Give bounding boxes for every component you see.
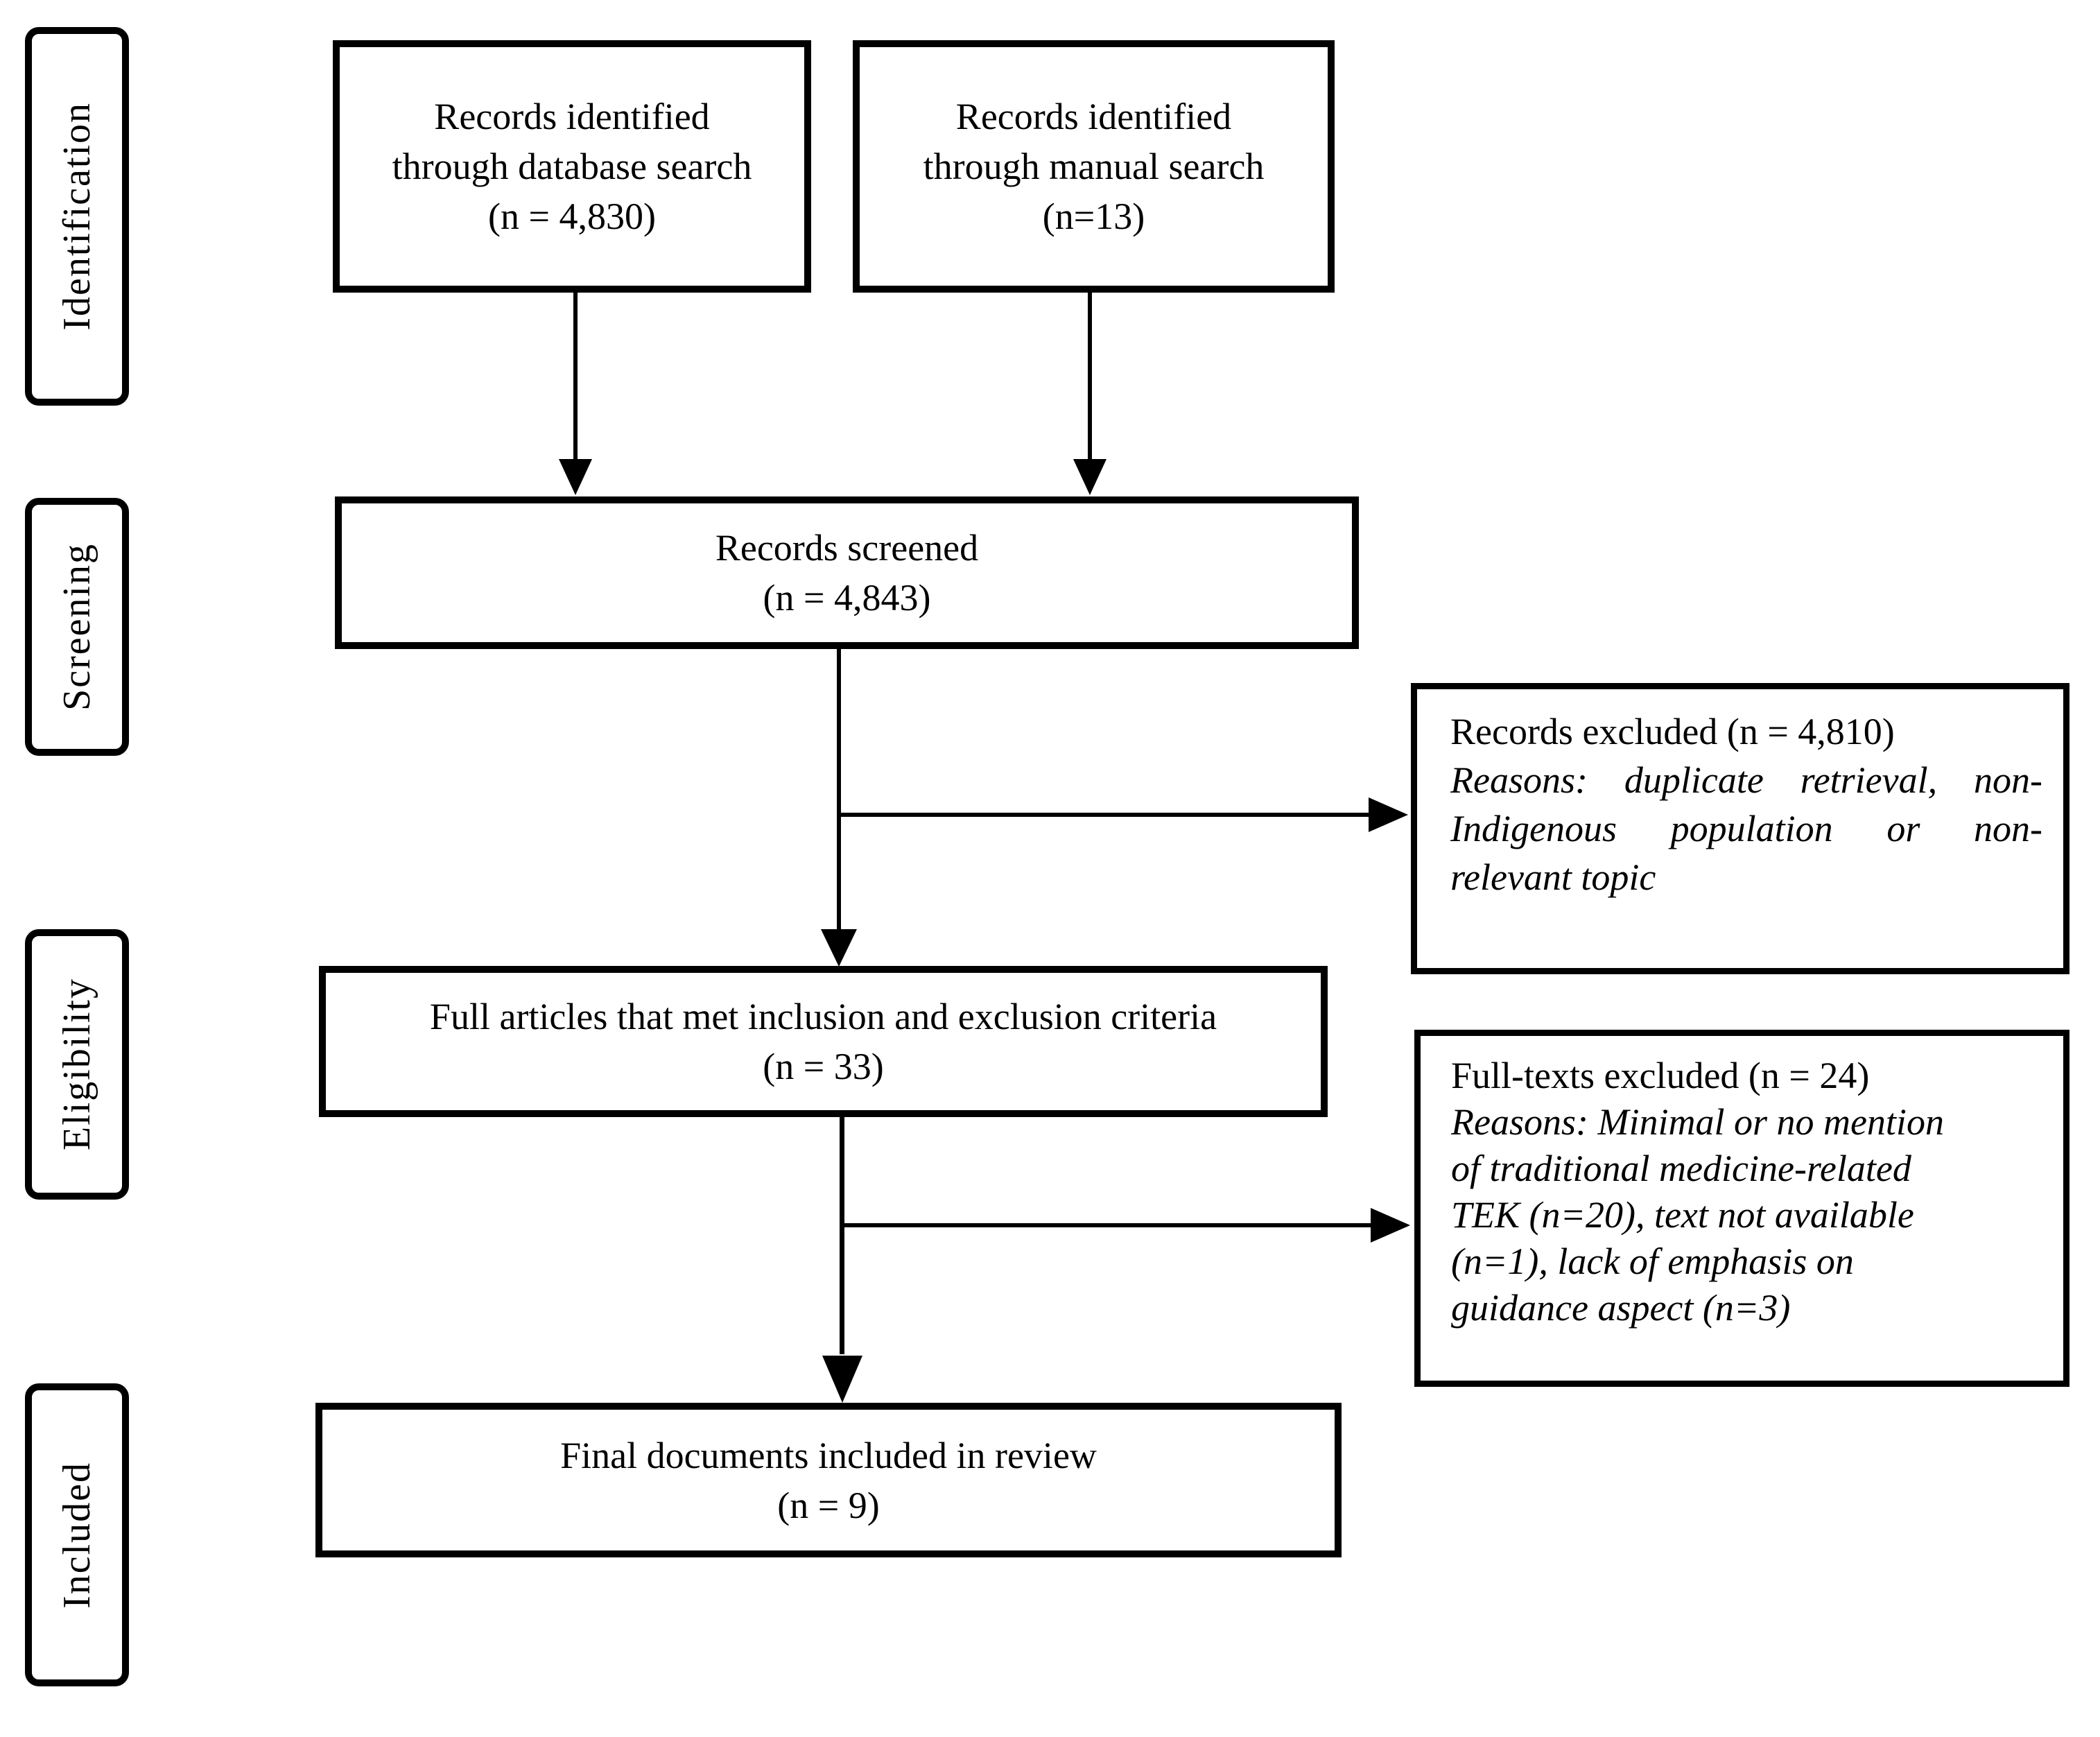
arrowhead-right-icon xyxy=(1371,1208,1410,1243)
phase-box-included: Included xyxy=(25,1383,129,1686)
arrowhead-down-icon xyxy=(1073,459,1107,495)
box-records-excluded: Records excluded (n = 4,810) Reasons: du… xyxy=(1411,683,2069,974)
box-final-documents-included: Final documents included in review (n = … xyxy=(315,1403,1342,1557)
arrowhead-down-icon xyxy=(822,1356,862,1403)
phase-label-included: Included xyxy=(55,1461,98,1609)
exclusion-reason-line: guidance aspect (n=3) xyxy=(1451,1287,1791,1329)
box-text-line: (n = 9) xyxy=(777,1484,880,1526)
connector-branch-to-records-excluded xyxy=(839,813,1370,817)
phase-label-identification: Identification xyxy=(55,102,98,331)
box-text-line: (n=13) xyxy=(1042,196,1145,237)
exclusion-reason-line: Reasons: Minimal or no mention xyxy=(1451,1101,1944,1143)
box-records-screened: Records screened (n = 4,843) xyxy=(335,496,1359,649)
arrowhead-right-icon xyxy=(1369,797,1408,832)
phase-box-eligibility: Eligibility xyxy=(25,929,129,1200)
exclusion-reason-line: Indigenous population or non- xyxy=(1450,808,2042,849)
box-records-identified-manual: Records identified through manual search… xyxy=(853,40,1335,293)
box-text-line: (n = 33) xyxy=(763,1046,884,1087)
exclusion-title: Records excluded (n = 4,810) xyxy=(1450,711,1895,752)
exclusion-reason-line: TEK (n=20), text not available xyxy=(1451,1194,1914,1236)
exclusion-reason-line: (n=1), lack of emphasis on xyxy=(1451,1241,1854,1282)
box-text-line: through database search xyxy=(392,146,752,187)
box-records-identified-database: Records identified through database sear… xyxy=(333,40,811,293)
box-text-line: (n = 4,843) xyxy=(763,577,931,619)
arrowhead-down-icon xyxy=(559,459,592,495)
phase-label-eligibility: Eligibility xyxy=(55,978,98,1151)
exclusion-reason-line: of traditional medicine-related xyxy=(1451,1148,1911,1189)
box-text-line: (n = 4,830) xyxy=(488,196,656,237)
connector-full-articles-to-final xyxy=(840,1115,844,1354)
exclusion-reason-line: Reasons: duplicate retrieval, non- xyxy=(1450,759,2042,801)
connector-branch-to-fulltexts-excluded xyxy=(842,1223,1372,1227)
phase-box-screening: Screening xyxy=(25,498,129,756)
box-text-line: Final documents included in review xyxy=(560,1434,1097,1476)
arrowhead-down-icon xyxy=(821,929,857,967)
exclusion-title: Full-texts excluded (n = 24) xyxy=(1451,1055,1870,1096)
box-text-line: Records screened xyxy=(715,527,979,569)
box-text-line: Full articles that met inclusion and exc… xyxy=(429,996,1217,1037)
exclusion-reason-line: relevant topic xyxy=(1450,856,1656,898)
box-text-line: through manual search xyxy=(923,146,1265,187)
box-text-line: Records identified xyxy=(434,96,710,137)
box-text-line: Records identified xyxy=(955,96,1232,137)
phase-box-identification: Identification xyxy=(25,27,129,406)
phase-label-screening: Screening xyxy=(55,543,98,711)
connector-manual-to-screened xyxy=(1088,291,1092,465)
connector-screened-to-full-articles xyxy=(837,648,841,932)
connector-database-to-screened xyxy=(573,291,578,465)
box-full-articles-criteria: Full articles that met inclusion and exc… xyxy=(319,966,1328,1117)
box-fulltexts-excluded: Full-texts excluded (n = 24) Reasons: Mi… xyxy=(1414,1030,2069,1387)
